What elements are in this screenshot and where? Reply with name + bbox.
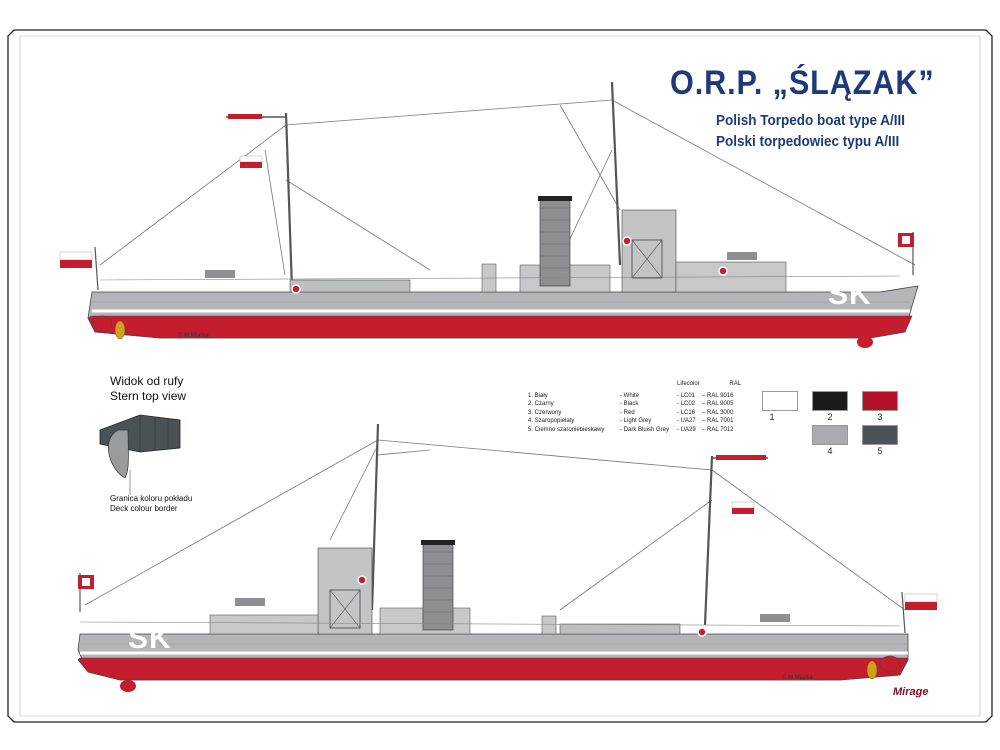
legend-item: – RAL 7001 [702, 418, 734, 425]
legend-item: 3. Czerwony [528, 409, 562, 416]
legend-item: - Light Grey [620, 418, 652, 425]
legend-col-english: - White - Black - Red - Light Grey - Dar… [620, 392, 669, 434]
legend-item: 4. Szaropopielaty [528, 418, 575, 425]
swatch-number: 2 [827, 412, 833, 422]
subtitle-polish: Polski torpedowiec typu A/III [716, 133, 900, 150]
legend-header-ral: RAL [729, 381, 742, 387]
stern-view-label-en: Stern top view [110, 389, 187, 403]
stern-view-label-pl: Widok od rufy [110, 374, 184, 388]
swatch-number: 1 [769, 412, 775, 422]
legend-item: - LC16 [677, 409, 696, 416]
legend-item: - White [620, 393, 640, 399]
legend-item: 2. Czarny [528, 401, 554, 408]
deck-border-label-pl: Granica koloru pokładu [110, 494, 193, 503]
swatch-number: 3 [877, 412, 883, 422]
swatch-number: 4 [827, 446, 833, 456]
legend-item: - LC01 [677, 393, 696, 399]
credit-bottom: © M.Miarka [782, 675, 813, 681]
legend-item: – RAL 9005 [702, 401, 734, 408]
page-title: O.R.P. „ŚLĄZAK” [670, 64, 935, 102]
swatch-dark-bluish-grey [862, 425, 898, 445]
legend-item: - LC02 [677, 401, 696, 408]
swatch-number: 5 [877, 446, 883, 456]
color-legend-headers: Lifecolor RAL [677, 380, 741, 388]
legend-col-ral: – RAL 9016 – RAL 9005 – RAL 3000 – RAL 7… [702, 392, 733, 434]
legend-item: - Dark Bluish Grey [620, 426, 670, 433]
swatch-white [762, 391, 798, 411]
legend-col-polish: 1. Biały 2. Czarny 3. Czerwony 4. Szarop… [528, 392, 604, 434]
hull-code-top: SK [828, 278, 872, 311]
legend-item: - Red [620, 409, 635, 416]
legend-col-lifecolor: - LC01 - LC02 - LC16 - UA27 - UA29 [677, 392, 696, 434]
hull-code-bottom: SK [128, 622, 172, 655]
swatch-red [862, 391, 898, 411]
legend-item: 5. Ciemno szaroniebieskawy [528, 426, 605, 433]
swatch-light-grey [812, 425, 848, 445]
credit-top: © M.Miarka [178, 333, 209, 339]
legend-item: 1. Biały [528, 393, 548, 399]
legend-item: – RAL 9016 [702, 393, 734, 399]
swatch-black [812, 391, 848, 411]
mirage-logo: Mirage [893, 686, 929, 698]
legend-item: - UA29 [677, 426, 696, 433]
legend-item: - Black [620, 401, 639, 408]
legend-header-lifecolor: Lifecolor [677, 381, 700, 387]
legend-item: – RAL 3000 [702, 409, 734, 416]
deck-border-label-en: Deck colour border [110, 504, 178, 513]
subtitle-english: Polish Torpedo boat type A/III [716, 112, 906, 129]
legend-item: – RAL 7012 [702, 426, 734, 433]
legend-item: - UA27 [677, 418, 696, 425]
